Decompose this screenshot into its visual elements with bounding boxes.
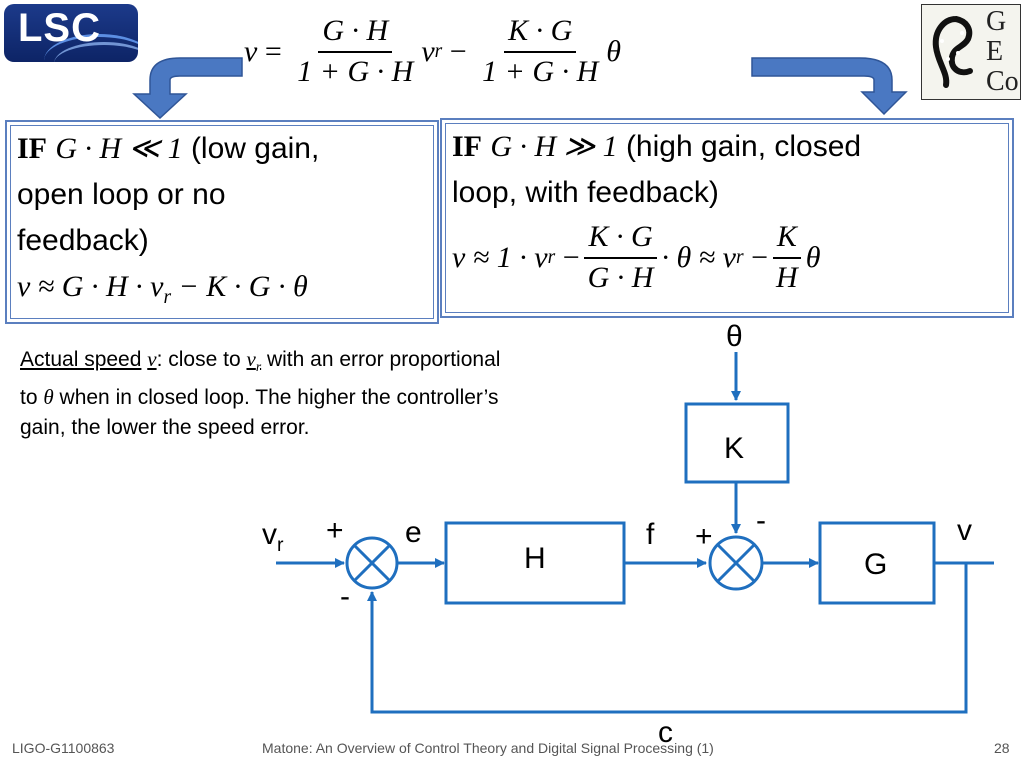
force-label: f [646,518,655,551]
minus-sign-1: - [340,580,350,613]
left-curved-arrow [132,57,243,120]
theta-label: θ [726,320,743,353]
feedback-label: c [658,716,673,749]
block-k-label: K [724,432,745,465]
fraction-1: G · H 1 + G · H [297,14,414,88]
page-number: 28 [994,740,1010,756]
error-label: e [405,516,422,549]
feedback-path [367,563,968,714]
gecko-icon [932,16,973,88]
block-g [818,521,936,605]
low-gain-box: IF G · H ≪ 1 (low gain, open loop or no … [5,120,439,324]
high-gain-text: IF G · H ≫ 1 (high gain, closed loop, wi… [442,120,1012,299]
fraction-2: K · G 1 + G · H [482,14,599,88]
output-label: v [957,514,972,547]
geco-letters: G E Co [986,6,1019,97]
high-gain-box: IF G · H ≫ 1 (high gain, closed loop, wi… [440,118,1014,318]
description-text: Actual speed v: close to vr with an erro… [20,347,501,440]
footer-doc-id: LIGO-G1100863 [12,740,115,756]
geco-logo: G E Co [921,4,1021,100]
low-gain-formula: v ≈ G · H · vr − K · G · θ [17,270,308,308]
input-label: vr [262,518,284,557]
minus-sign-2: - [756,504,766,537]
plus-sign-2: + [695,520,713,553]
plus-sign-1: + [326,514,344,547]
block-h-label: H [524,542,546,575]
block-g-label: G [864,548,888,581]
footer-title: Matone: An Overview of Control Theory an… [262,740,714,756]
block-h [444,521,626,605]
low-gain-text: IF G · H ≪ 1 (low gain, open loop or no … [7,122,437,325]
lsc-logo: LSC [4,4,138,62]
right-curved-arrow [751,57,908,116]
